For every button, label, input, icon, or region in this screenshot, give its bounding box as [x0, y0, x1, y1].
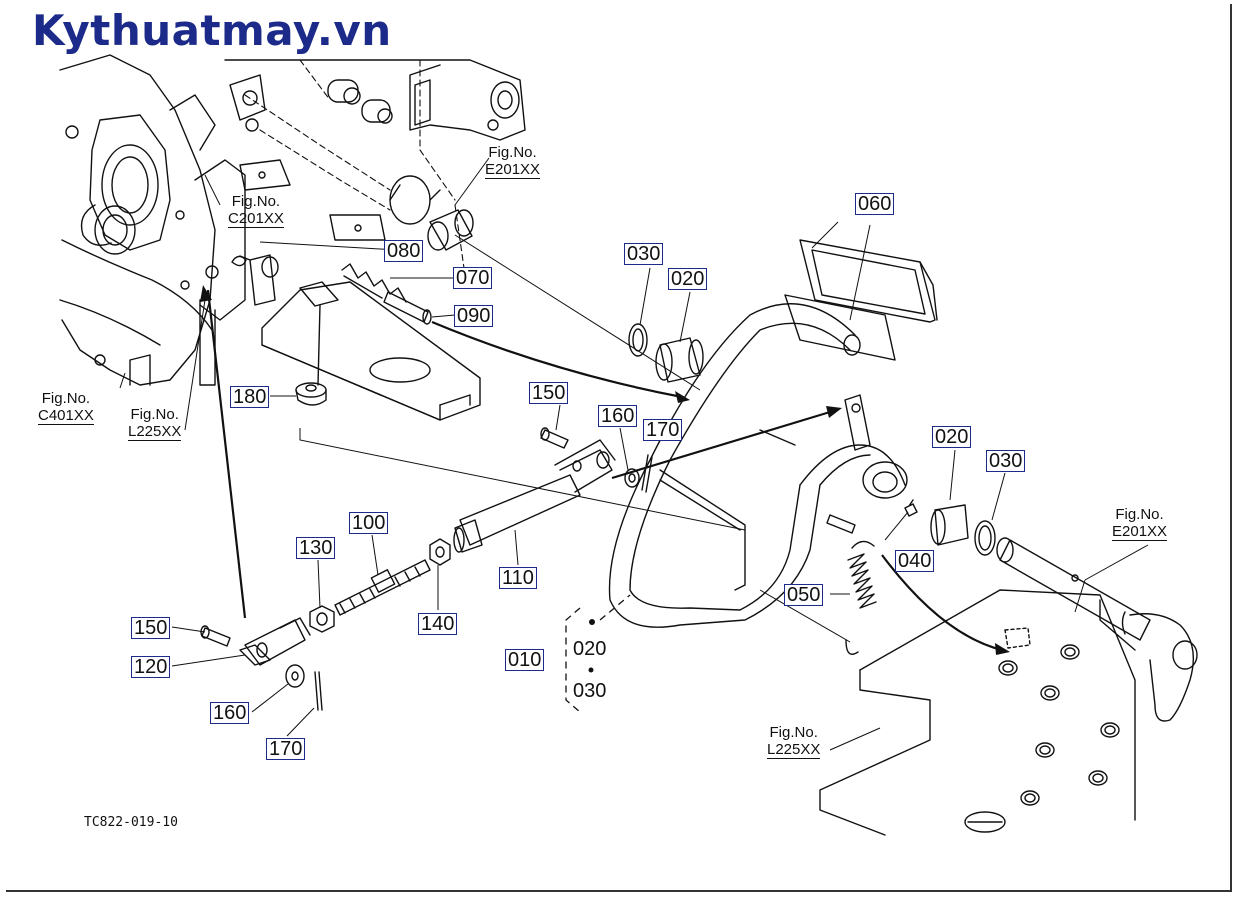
- pin-090: [383, 291, 432, 325]
- fig-ref-label: Fig.No.: [769, 724, 818, 741]
- part-label-170[interactable]: 170: [643, 419, 683, 441]
- fig-ref-l225-bottom[interactable]: Fig.No. L225XX: [767, 724, 821, 759]
- fig-ref-label: Fig.No.: [488, 144, 537, 161]
- cotter-pin-170-lower: [314, 671, 323, 711]
- part-label-030[interactable]: 030: [624, 243, 664, 265]
- leader-lines: [119, 157, 1149, 751]
- pin-under-pedal: [826, 514, 856, 534]
- fig-ref-label: Fig.No.: [1115, 506, 1164, 523]
- bushing-020-right: [930, 504, 969, 546]
- washer-030-right: [974, 520, 996, 556]
- cotter-pin-170-upper: [641, 454, 653, 493]
- part-label-080[interactable]: 080: [384, 240, 424, 262]
- fig-ref-l225-left[interactable]: Fig.No. L225XX: [128, 406, 182, 441]
- arrowheads: [200, 285, 1010, 655]
- fig-ref-number: E201XX: [485, 161, 541, 179]
- nut-130: [309, 605, 335, 633]
- hidden-outline: [244, 59, 466, 276]
- part-label-100[interactable]: 100: [349, 512, 389, 534]
- group-item-030: 030: [573, 680, 607, 702]
- part-label-090[interactable]: 090: [454, 305, 494, 327]
- part-label-150[interactable]: 150: [529, 382, 569, 404]
- drawing-frame: [6, 4, 1232, 892]
- fig-ref-label: Fig.No.: [231, 193, 281, 210]
- clutch-pedal-010: [608, 303, 908, 628]
- pin-150-lower: [201, 627, 231, 647]
- part-label-160[interactable]: 160: [210, 702, 250, 724]
- fig-ref-c401[interactable]: Fig.No. C401XX: [38, 390, 94, 425]
- threaded-rod-100: [334, 559, 431, 616]
- bushing-020-left: [655, 337, 704, 383]
- washer-160-upper: [624, 468, 640, 488]
- part-label-070[interactable]: 070: [453, 267, 493, 289]
- part-label-160[interactable]: 160: [598, 405, 638, 427]
- part-label-180[interactable]: 180: [230, 386, 270, 408]
- stopper-180: [295, 382, 327, 406]
- washer-160-lower: [285, 664, 305, 688]
- spring-050: [845, 540, 877, 655]
- lower-chassis: [819, 589, 1136, 836]
- fig-ref-e201-top[interactable]: Fig.No. E201XX: [485, 144, 541, 179]
- part-label-020[interactable]: 020: [668, 268, 708, 290]
- fig-ref-label: Fig.No.: [41, 390, 91, 407]
- group-item-020: 020: [573, 638, 607, 660]
- washer-030-left: [628, 323, 648, 357]
- fig-ref-number: L225XX: [128, 423, 182, 441]
- part-label-010[interactable]: 010: [505, 649, 545, 671]
- pedal-shaft: [996, 537, 1198, 722]
- fig-ref-number: E201XX: [1112, 523, 1168, 541]
- spring-070: [341, 263, 407, 303]
- group-bracket: [565, 594, 631, 713]
- transmission-housing: [59, 54, 246, 386]
- part-label-170[interactable]: 170: [266, 738, 306, 760]
- fig-ref-number: C401XX: [38, 407, 94, 425]
- clip-080: [231, 255, 251, 267]
- part-label-120[interactable]: 120: [131, 656, 171, 678]
- group-dot: [589, 619, 595, 625]
- part-label-060[interactable]: 060: [855, 193, 895, 215]
- assembly-arrows: [206, 289, 1003, 652]
- part-label-040[interactable]: 040: [895, 550, 935, 572]
- part-label-050[interactable]: 050: [784, 584, 824, 606]
- grease-nipple-040: [904, 499, 918, 517]
- upper-chassis: [224, 59, 526, 241]
- pedal-pad-060: [784, 239, 938, 361]
- part-label-030[interactable]: 030: [986, 450, 1026, 472]
- rod-110: [453, 439, 616, 553]
- pin-150-upper: [540, 429, 569, 449]
- diagram-code: TC822-019-10: [84, 815, 178, 830]
- fig-ref-number: L225XX: [767, 741, 821, 759]
- part-label-020[interactable]: 020: [932, 426, 972, 448]
- part-label-140[interactable]: 140: [418, 613, 458, 635]
- fig-ref-e201-right[interactable]: Fig.No. E201XX: [1112, 506, 1168, 541]
- bushing-top: [427, 209, 474, 251]
- part-label-130[interactable]: 130: [296, 537, 336, 559]
- fig-ref-number: C201XX: [228, 210, 284, 228]
- clevis-120: [239, 617, 311, 666]
- part-label-110[interactable]: 110: [499, 567, 537, 589]
- watermark-logo: Kythuatmay.vn: [32, 6, 392, 55]
- pedal-bracket-plate: [249, 254, 481, 421]
- part-label-150[interactable]: 150: [131, 617, 171, 639]
- nut-140: [429, 538, 451, 566]
- fig-ref-c201[interactable]: Fig.No. C201XX: [228, 193, 284, 228]
- fig-ref-label: Fig.No.: [130, 406, 179, 423]
